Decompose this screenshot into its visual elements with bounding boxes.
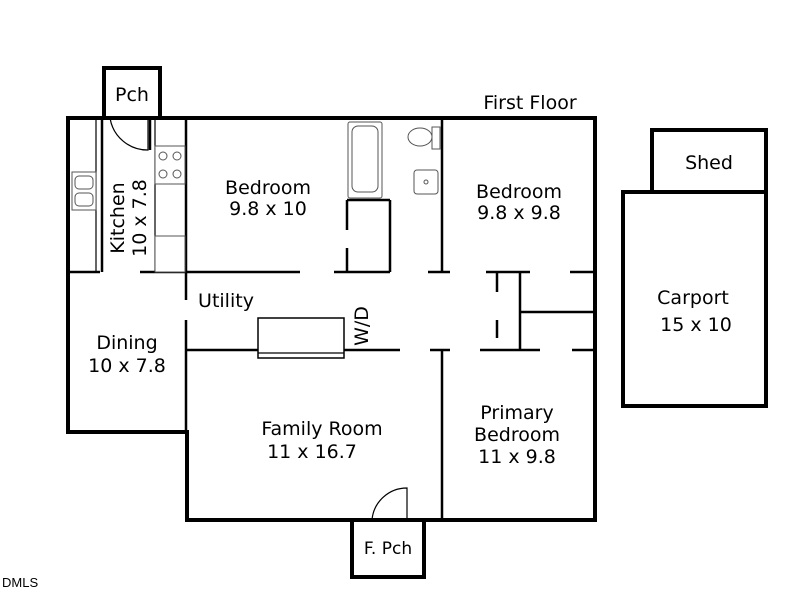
porch-top-label: Pch bbox=[115, 84, 149, 106]
front-door-swing bbox=[371, 487, 408, 521]
shed-label: Shed bbox=[685, 152, 733, 174]
bedroom-left-label: Bedroom bbox=[225, 177, 311, 199]
porch-door-swing bbox=[109, 117, 149, 151]
bathroom-fixtures bbox=[347, 121, 441, 199]
washer-dryer-unit bbox=[257, 317, 345, 359]
porch-top-wall bbox=[102, 66, 162, 120]
kitchen-size: 10 x 7.8 bbox=[129, 179, 151, 257]
bedroom-right-label: Bedroom bbox=[476, 181, 562, 203]
dining-size: 10 x 7.8 bbox=[88, 355, 166, 377]
primary-bedroom-label-2: Bedroom bbox=[474, 424, 560, 446]
carport-wall bbox=[621, 190, 768, 408]
family-room-label: Family Room bbox=[261, 418, 382, 440]
primary-bedroom-label-1: Primary bbox=[480, 402, 553, 424]
carport-label: Carport bbox=[657, 287, 729, 309]
front-porch-label: F. Pch bbox=[364, 539, 412, 559]
front-porch-wall bbox=[350, 518, 426, 579]
interior-walls bbox=[68, 118, 595, 520]
bedroom-right-size: 9.8 x 9.8 bbox=[477, 202, 561, 224]
watermark: DMLS bbox=[2, 575, 38, 590]
family-room-size: 11 x 16.7 bbox=[267, 441, 357, 463]
kitchen-label: Kitchen bbox=[107, 182, 129, 253]
carport-size: 15 x 10 bbox=[660, 314, 732, 336]
primary-bedroom-size: 11 x 9.8 bbox=[478, 446, 556, 468]
washer-dryer-label: W/D bbox=[351, 306, 373, 346]
utility-label: Utility bbox=[198, 290, 254, 312]
house-exterior-wall bbox=[66, 116, 597, 522]
kitchen-counter bbox=[71, 118, 186, 273]
bedroom-left-size: 9.8 x 10 bbox=[229, 198, 307, 220]
dining-label: Dining bbox=[96, 332, 157, 354]
floor-title: First Floor bbox=[483, 92, 576, 114]
